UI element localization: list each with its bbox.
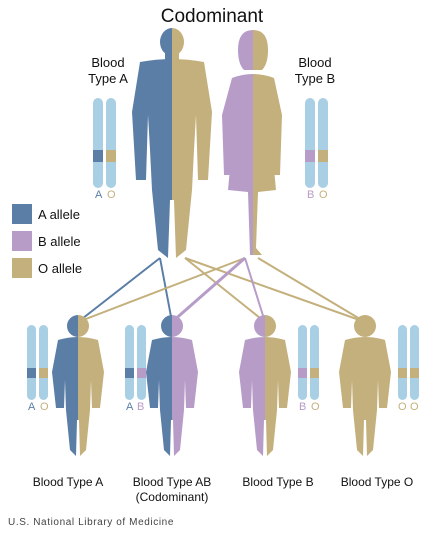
legend-label: A allele <box>38 207 80 222</box>
legend-b-allele: B allele <box>12 230 81 252</box>
mother-blood-type-label: Blood Type B <box>285 55 345 87</box>
legend-a-allele: A allele <box>12 203 80 225</box>
child4-allele-1: O <box>398 401 408 413</box>
line-father-child3 <box>185 258 265 322</box>
child2-chromosomes <box>125 325 146 400</box>
b-allele-swatch <box>12 231 32 251</box>
child1-figure <box>52 315 104 456</box>
child3-allele-2: O <box>311 401 321 413</box>
child3-figure <box>239 315 291 456</box>
child3-label: Blood Type B <box>228 475 328 490</box>
line-mother-child3 <box>245 258 265 322</box>
child2-allele-2: B <box>137 401 145 413</box>
child2-label: Blood Type AB (Codominant) <box>118 475 226 505</box>
mother-allele-2: O <box>319 189 329 201</box>
legend-o-allele: O allele <box>12 257 82 279</box>
legend-label: B allele <box>38 234 81 249</box>
o-allele-swatch <box>12 258 32 278</box>
child4-type: Blood Type O <box>330 475 424 490</box>
child1-label: Blood Type A <box>18 475 118 490</box>
source-credit: U.S. National Library of Medicine <box>8 517 174 528</box>
father-type-line1: Blood <box>78 55 138 71</box>
mother-figure <box>222 30 282 255</box>
line-mother-child2 <box>172 258 245 322</box>
mother-chromosomes <box>305 98 328 188</box>
child1-type: Blood Type A <box>18 475 118 490</box>
mother-allele-1: B <box>307 189 315 201</box>
child1-allele-2: O <box>40 401 50 413</box>
child2-sublabel: (Codominant) <box>118 490 226 505</box>
child2-figure <box>146 315 198 456</box>
mother-type-line1: Blood <box>285 55 345 71</box>
child3-chromosomes <box>298 325 319 400</box>
father-figure <box>132 28 212 258</box>
father-allele-1: A <box>95 189 103 201</box>
child3-type: Blood Type B <box>228 475 328 490</box>
child4-chromosomes <box>398 325 419 400</box>
inheritance-lines <box>78 258 365 322</box>
child2-type: Blood Type AB <box>118 475 226 490</box>
a-allele-swatch <box>12 204 32 224</box>
child4-allele-2: O <box>410 401 420 413</box>
child4-label: Blood Type O <box>330 475 424 490</box>
child3-allele-1: B <box>299 401 307 413</box>
father-allele-2: O <box>107 189 117 201</box>
father-blood-type-label: Blood Type A <box>78 55 138 87</box>
child1-chromosomes <box>27 325 48 400</box>
child4-figure <box>339 315 391 456</box>
mother-type-line2: Type B <box>285 71 345 87</box>
father-chromosomes <box>93 98 116 188</box>
father-type-line2: Type A <box>78 71 138 87</box>
child2-allele-1: A <box>126 401 134 413</box>
legend-label: O allele <box>38 261 82 276</box>
line-father-child1 <box>78 258 160 322</box>
child1-allele-1: A <box>28 401 36 413</box>
